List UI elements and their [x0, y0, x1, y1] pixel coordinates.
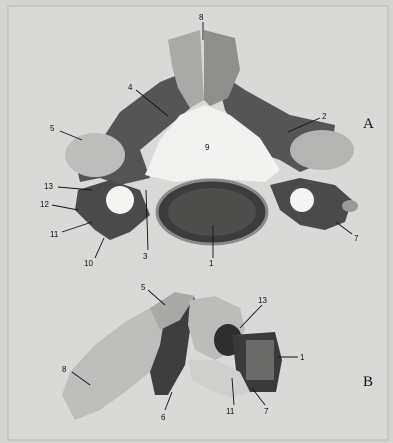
label-b-13: 13 [258, 296, 267, 305]
label-a-8: 8 [199, 13, 204, 22]
lateral-body-face [246, 340, 274, 380]
panel-label-b: B [363, 374, 373, 390]
left-transverse-foramen [106, 186, 134, 214]
label-b-7: 7 [264, 407, 269, 416]
label-a-10: 10 [84, 259, 93, 268]
vertebral-body-inner [168, 188, 256, 236]
label-a-1: 1 [209, 259, 214, 268]
label-b-8: 8 [62, 365, 67, 374]
label-a-2: 2 [322, 112, 327, 121]
label-b-1: 1 [300, 353, 305, 362]
label-a-3: 3 [143, 252, 148, 261]
label-b-11: 11 [226, 407, 235, 416]
right-transverse-foramen [290, 188, 314, 212]
right-articular-facet [290, 130, 354, 170]
label-a-5: 5 [50, 124, 55, 133]
label-a-4: 4 [128, 83, 133, 92]
label-a-9: 9 [205, 143, 210, 152]
label-b-6: 6 [161, 413, 166, 422]
label-a-7: 7 [354, 234, 359, 243]
panel-label-a: A [363, 116, 374, 132]
label-b-5: 5 [141, 283, 146, 292]
right-tubercle [342, 200, 358, 212]
label-a-11: 11 [50, 230, 59, 239]
left-articular-facet [65, 133, 125, 177]
label-a-13: 13 [44, 182, 53, 191]
label-a-12: 12 [40, 200, 49, 209]
